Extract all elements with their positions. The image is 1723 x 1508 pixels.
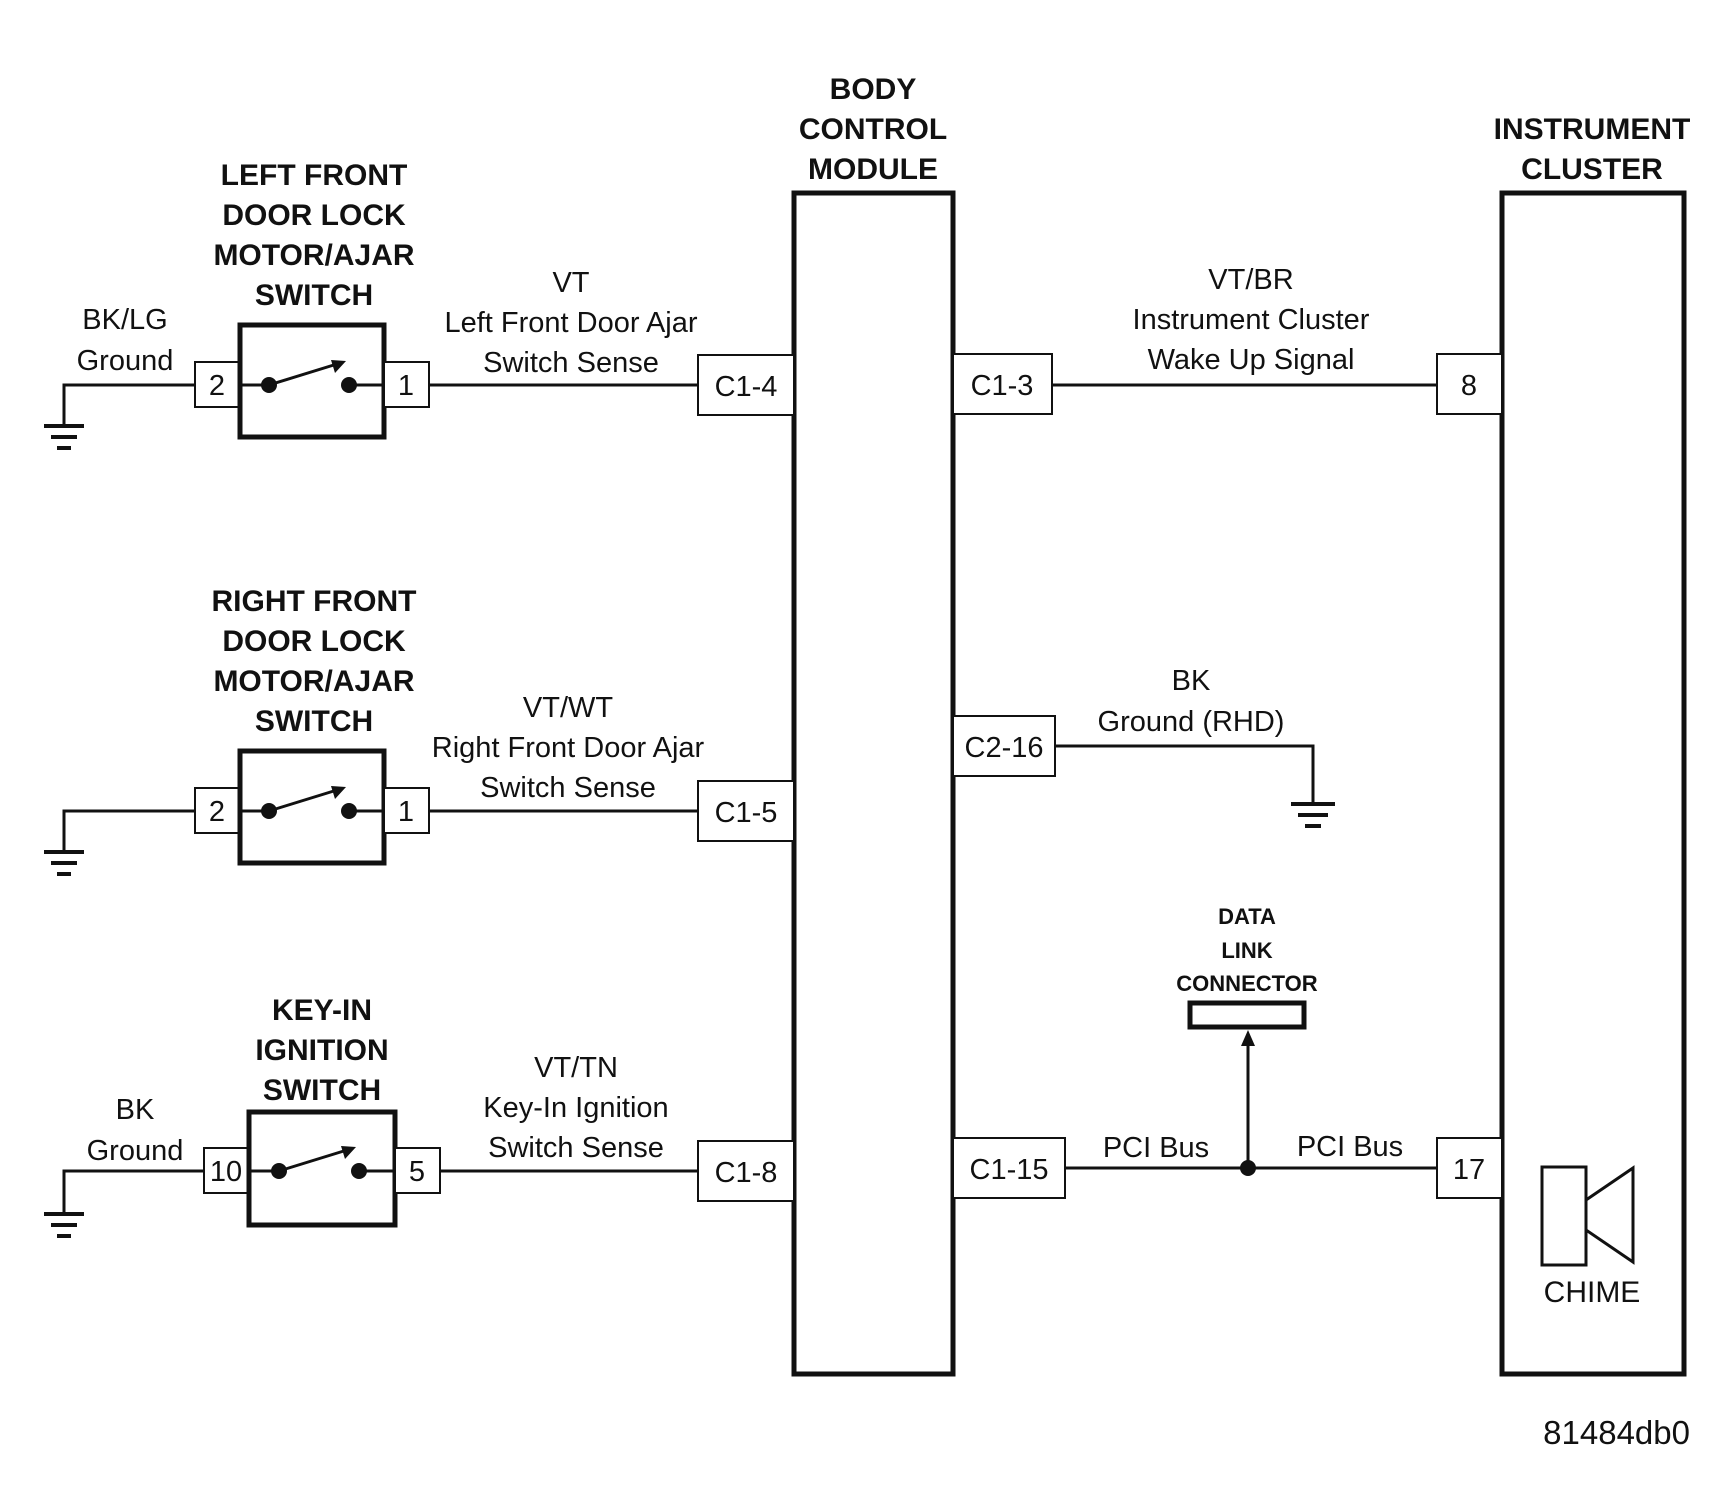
key-switch-title-line-3: SWITCH bbox=[263, 1074, 381, 1107]
rf-switch-pin-1-box bbox=[383, 787, 430, 834]
bcm-pin-c1-8: C1-8 bbox=[715, 1157, 778, 1189]
key-switch-body bbox=[246, 1109, 398, 1228]
chime-speaker-icon bbox=[1540, 1165, 1635, 1267]
diagram-id: 81484db0 bbox=[1543, 1414, 1690, 1451]
lf-ground-wire-color: BK/LG bbox=[82, 304, 167, 336]
key-ground-symbol-icon bbox=[44, 1212, 84, 1238]
rf-ground-wire bbox=[62, 809, 195, 850]
cluster-title-line-1: INSTRUMENT bbox=[1494, 113, 1691, 146]
dlc-title-line-3: CONNECTOR bbox=[1176, 971, 1317, 996]
rf-signal-wire-label-1: Right Front Door Ajar bbox=[432, 732, 705, 764]
bcm-pin-c1-4-box bbox=[697, 354, 795, 416]
bcm-pin-c1-3-box bbox=[952, 353, 1053, 415]
key-switch-pin-5: 5 bbox=[409, 1156, 425, 1188]
lf-switch-body bbox=[237, 322, 387, 440]
key-signal-wire-label-2: Switch Sense bbox=[488, 1132, 664, 1164]
dlc-title-line-2: LINK bbox=[1221, 938, 1272, 963]
bcm-title-line-2: CONTROL bbox=[799, 113, 947, 146]
bcm-title-line-3: MODULE bbox=[808, 153, 938, 186]
key-switch-pin-10-box bbox=[203, 1147, 250, 1194]
cluster-title-line-2: CLUSTER bbox=[1521, 153, 1663, 186]
key-switch-contact-icon bbox=[249, 1146, 395, 1179]
cluster-pin-17: 17 bbox=[1453, 1154, 1485, 1186]
wake-up-wire-label-1: Instrument Cluster bbox=[1133, 304, 1370, 336]
bcm-pin-c1-4: C1-4 bbox=[715, 371, 778, 403]
bcm-pin-c1-5: C1-5 bbox=[715, 797, 778, 829]
wake-up-wire-label-2: Wake Up Signal bbox=[1148, 344, 1355, 376]
rf-signal-wire-color: VT/WT bbox=[523, 692, 613, 724]
lf-ground-wire bbox=[62, 383, 195, 424]
bcm-pin-c1-5-box bbox=[697, 780, 795, 842]
rf-switch-pin-1: 1 bbox=[398, 796, 414, 828]
body-control-module: BODY CONTROL MODULE bbox=[791, 73, 956, 1377]
cluster-pin-17-box bbox=[1436, 1137, 1503, 1199]
rhd-ground-wire-color: BK bbox=[1172, 665, 1211, 697]
lf-switch-title-line-2: DOOR LOCK bbox=[222, 199, 406, 232]
lf-signal-wire-color: VT bbox=[552, 267, 589, 299]
wake-up-circuit: C1-3 VT/BR Instrument Cluster Wake Up Si… bbox=[952, 264, 1503, 415]
dlc-title-line-1: DATA bbox=[1218, 904, 1276, 929]
rf-switch-title-line-1: RIGHT FRONT bbox=[212, 585, 417, 618]
left-front-door-switch: LEFT FRONT DOOR LOCK MOTOR/AJAR SWITCH B… bbox=[44, 159, 795, 450]
cluster-pin-8-box bbox=[1436, 353, 1503, 415]
chime-label: CHIME bbox=[1544, 1276, 1641, 1309]
lf-switch-title-line-1: LEFT FRONT bbox=[221, 159, 408, 192]
rhd-ground-wire bbox=[1055, 744, 1315, 802]
lf-switch-contact-icon bbox=[240, 360, 384, 393]
rf-signal-wire-label-2: Switch Sense bbox=[480, 772, 656, 804]
bcm-pin-c1-15: C1-15 bbox=[970, 1154, 1049, 1186]
rf-switch-body bbox=[237, 748, 387, 866]
lf-switch-title-line-3: MOTOR/AJAR bbox=[213, 239, 414, 272]
bcm-pin-c1-3: C1-3 bbox=[971, 370, 1034, 402]
cluster-body bbox=[1499, 190, 1687, 1377]
rf-switch-contact-icon bbox=[240, 786, 384, 819]
rhd-ground-wire-label: Ground (RHD) bbox=[1098, 706, 1285, 738]
instrument-cluster: INSTRUMENT CLUSTER CHIME bbox=[1494, 113, 1691, 1377]
lf-switch-pin-1-box bbox=[383, 361, 430, 408]
bcm-pin-c1-8-box bbox=[697, 1140, 795, 1202]
pci-bus-left-label: PCI Bus bbox=[1103, 1132, 1209, 1164]
key-ground-wire-color: BK bbox=[116, 1094, 155, 1126]
lf-signal-wire-label-1: Left Front Door Ajar bbox=[444, 307, 697, 339]
pci-bus-circuit: C1-15 PCI Bus PCI Bus DATA LINK CONNECTO… bbox=[952, 904, 1503, 1199]
pci-bus-right-label: PCI Bus bbox=[1297, 1131, 1403, 1163]
bcm-title-line-1: BODY bbox=[830, 73, 917, 106]
key-signal-wire-label-1: Key-In Ignition bbox=[483, 1092, 668, 1124]
key-ground-wire bbox=[62, 1169, 204, 1212]
rf-switch-title-line-3: MOTOR/AJAR bbox=[213, 665, 414, 698]
dlc-arrow-icon bbox=[1241, 1030, 1255, 1046]
key-ground-wire-label: Ground bbox=[87, 1135, 184, 1167]
lf-signal-wire-label-2: Switch Sense bbox=[483, 347, 659, 379]
bcm-body bbox=[791, 190, 956, 1377]
bcm-pin-c2-16: C2-16 bbox=[965, 732, 1044, 764]
key-signal-wire-color: VT/TN bbox=[534, 1052, 618, 1084]
rf-ground-symbol-icon bbox=[44, 850, 84, 876]
lf-switch-title-line-4: SWITCH bbox=[255, 279, 373, 312]
lf-ground-wire-label: Ground bbox=[77, 345, 174, 377]
key-switch-pin-10: 10 bbox=[210, 1156, 242, 1188]
rf-switch-title-line-2: DOOR LOCK bbox=[222, 625, 406, 658]
rf-switch-pin-2-box bbox=[194, 787, 241, 834]
rf-switch-title-line-4: SWITCH bbox=[255, 705, 373, 738]
lf-switch-pin-2: 2 bbox=[209, 370, 225, 402]
rhd-ground-symbol-icon bbox=[1291, 802, 1335, 828]
rhd-ground-circuit: C2-16 BK Ground (RHD) bbox=[952, 665, 1335, 828]
key-in-ignition-switch: KEY-IN IGNITION SWITCH BK Ground 10 5 VT… bbox=[44, 994, 795, 1238]
lf-switch-pin-1: 1 bbox=[398, 370, 414, 402]
rf-switch-pin-2: 2 bbox=[209, 796, 225, 828]
cluster-pin-8: 8 bbox=[1461, 370, 1477, 402]
key-switch-title-line-2: IGNITION bbox=[255, 1034, 388, 1067]
lf-ground-symbol-icon bbox=[44, 424, 84, 450]
bcm-pin-c1-15-box bbox=[952, 1137, 1066, 1199]
data-link-connector-body bbox=[1187, 1000, 1307, 1030]
key-switch-title-line-1: KEY-IN bbox=[272, 994, 372, 1027]
right-front-door-switch: RIGHT FRONT DOOR LOCK MOTOR/AJAR SWITCH … bbox=[44, 585, 795, 876]
wake-up-wire-color: VT/BR bbox=[1208, 264, 1293, 296]
